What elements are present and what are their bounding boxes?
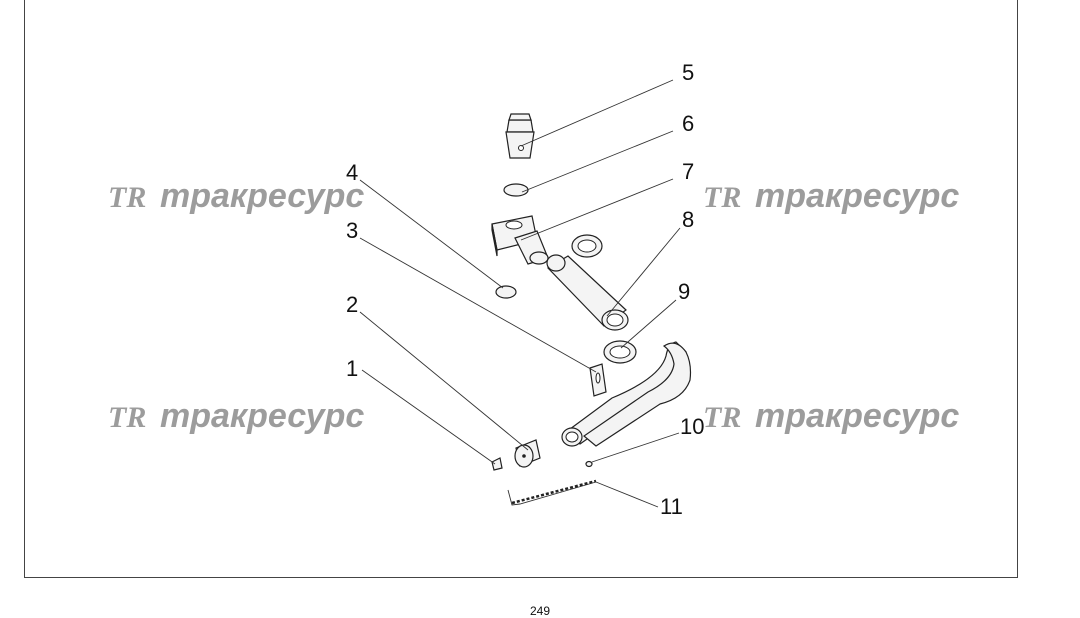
callout-1: 1 [346, 356, 358, 381]
watermark-top-left: TR тракресурс [108, 177, 364, 215]
callout-2: 2 [346, 292, 358, 317]
watermark-text: тракресурс [160, 397, 364, 435]
watermark-bottom-left: TR тракресурс [108, 397, 364, 435]
watermark-top-right: TR тракресурс [703, 177, 959, 215]
callout-4: 4 [346, 160, 358, 185]
callout-7: 7 [682, 159, 694, 184]
watermark-text: тракресурс [755, 177, 959, 215]
callout-3: 3 [346, 218, 358, 243]
part-2-cap [514, 439, 541, 468]
watermark-bottom-right: TR тракресурс [703, 397, 959, 435]
watermark-logo: TR [703, 181, 741, 214]
part-10-pin [585, 460, 593, 468]
part-9-bearing [603, 340, 637, 364]
callout-numbers: 1 2 3 4 5 6 7 8 9 10 11 [346, 60, 704, 519]
drawing-frame [24, 0, 1018, 578]
part-8-sleeve [546, 254, 629, 331]
callout-8: 8 [682, 207, 694, 232]
watermark-logo: TR [108, 181, 146, 214]
callout-5: 5 [682, 60, 694, 85]
page-number: 249 [529, 604, 551, 618]
part-11-chain [507, 479, 597, 506]
part-7-fitting [491, 215, 549, 265]
watermark-text: тракресурс [755, 397, 959, 435]
watermark-logo: TR [108, 401, 146, 434]
part-4-ring [495, 285, 517, 299]
callout-9: 9 [678, 279, 690, 304]
callout-6: 6 [682, 111, 694, 136]
watermark-logo: TR [703, 401, 741, 434]
watermark-text: тракресурс [160, 177, 364, 215]
part-5-plug-bolt [505, 113, 535, 159]
leader-lines [359, 79, 681, 508]
part-1-screw [491, 457, 503, 471]
callout-10: 10 [680, 414, 704, 439]
callout-11: 11 [660, 494, 683, 519]
bearing-upper [571, 234, 603, 258]
part-6-ring [503, 183, 529, 197]
part-3-pipe [561, 341, 692, 447]
